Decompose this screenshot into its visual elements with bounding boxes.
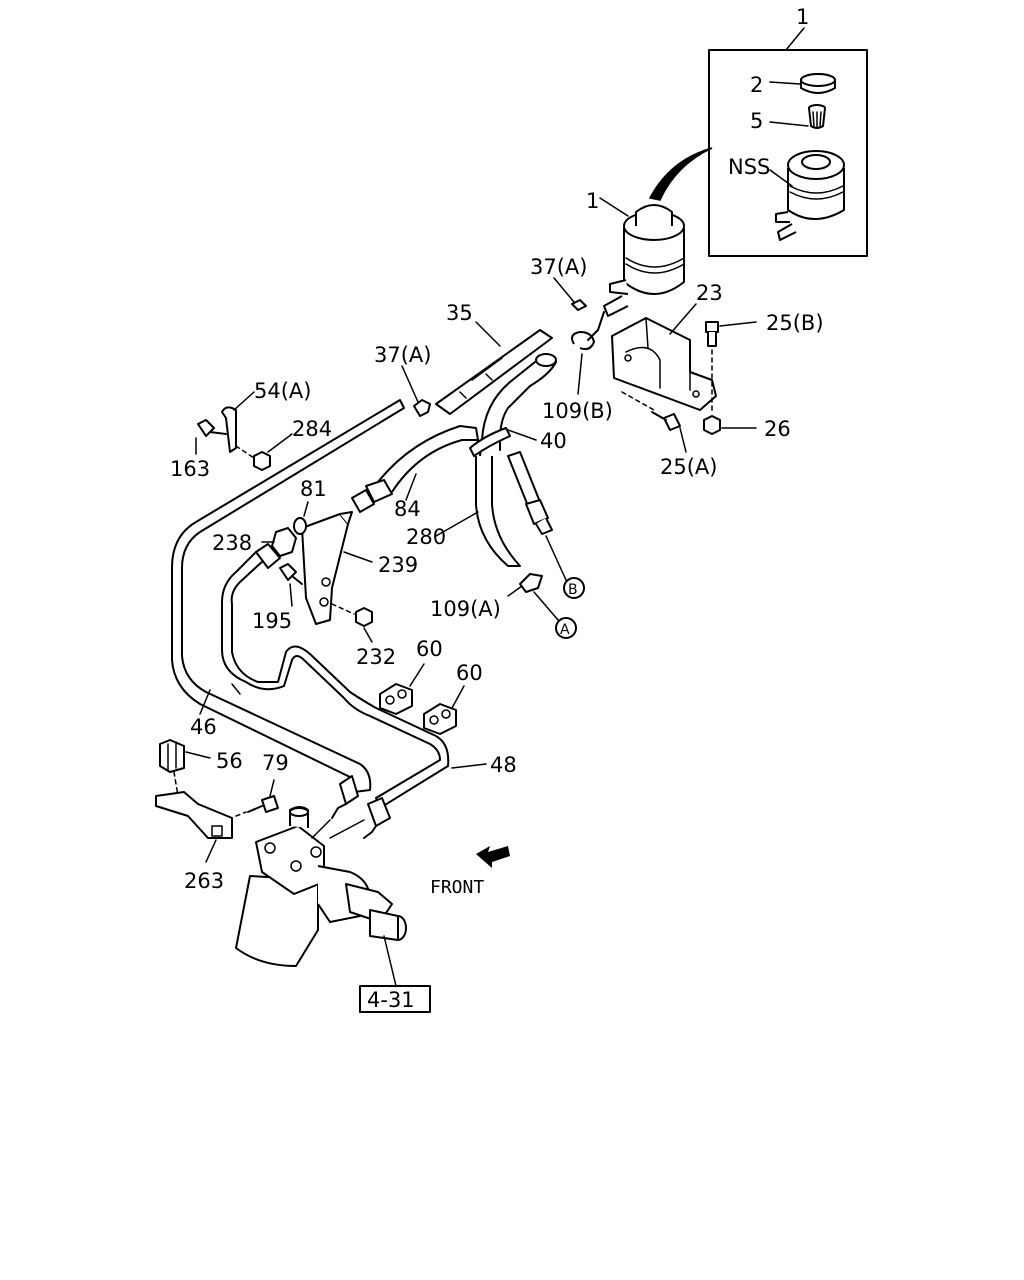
pipe-48 [221, 543, 450, 839]
reservoir-body-part [775, 150, 845, 241]
label-ref-4-31: 4-31 [367, 988, 415, 1012]
label-239: 239 [378, 553, 418, 577]
clip-54a [221, 406, 237, 453]
detail-pointer-arrow [648, 147, 713, 201]
label-109b: 109(B) [542, 399, 613, 423]
label-nss: NSS [728, 155, 770, 179]
reference-box [359, 985, 431, 1013]
label-40: 40 [540, 429, 567, 453]
label-238: 238 [212, 531, 252, 555]
bolt-163 [197, 419, 227, 437]
label-60-1: 60 [416, 637, 443, 661]
strainer-part [808, 104, 826, 129]
label-circle-a: A [560, 622, 570, 638]
label-front: FRONT [430, 877, 484, 898]
label-195: 195 [252, 609, 292, 633]
steering-gear-box [235, 806, 407, 967]
reference-circle-b [563, 577, 585, 599]
hose-84 [351, 425, 479, 513]
pipe-bracket-239 [301, 511, 353, 625]
hose-fitting-b [507, 451, 553, 535]
label-35: 35 [446, 301, 473, 325]
label-37a-lower: 37(A) [374, 343, 431, 367]
label-81: 81 [300, 477, 327, 501]
nut-232 [355, 607, 373, 627]
front-arrow-icon [476, 846, 510, 868]
clip-56 [159, 739, 185, 773]
bracket-263 [155, 791, 233, 839]
nut-284 [253, 451, 271, 471]
label-5: 5 [750, 109, 763, 133]
label-1-inset: 1 [796, 5, 809, 29]
hose-40 [479, 353, 557, 457]
label-1: 1 [586, 189, 599, 213]
label-56: 56 [216, 749, 243, 773]
callout-labels: 1 2 5 NSS 1 37(A) 23 25(B) 35 37(A) 54(A… [170, 5, 824, 1012]
reservoir-assembly [603, 204, 685, 317]
hose-clamp-109a [519, 573, 543, 593]
label-circle-b: B [568, 582, 578, 598]
label-25b: 25(B) [766, 311, 824, 335]
label-263: 263 [184, 869, 224, 893]
label-109a: 109(A) [430, 597, 501, 621]
label-48: 48 [490, 753, 517, 777]
label-60-2: 60 [456, 661, 483, 685]
label-54a: 54(A) [254, 379, 311, 403]
label-284: 284 [292, 417, 332, 441]
nut-26 [703, 415, 721, 435]
hose-clamp-37a-lower [413, 399, 431, 417]
label-23: 23 [696, 281, 723, 305]
pipe-clip-60-1 [379, 683, 413, 715]
label-84: 84 [394, 497, 421, 521]
reservoir-bracket [611, 317, 717, 411]
label-79: 79 [262, 751, 289, 775]
reservoir-cap-part [800, 73, 836, 94]
washer-81 [293, 517, 307, 535]
nut-238 [271, 527, 297, 557]
label-25a: 25(A) [660, 455, 717, 479]
reference-circle-a [555, 617, 577, 639]
pipe-clip-60-2 [423, 703, 457, 735]
label-280: 280 [406, 525, 446, 549]
label-232: 232 [356, 645, 396, 669]
bolt-195 [279, 563, 303, 585]
hose-clamp-37a-upper [571, 299, 587, 311]
label-163: 163 [170, 457, 210, 481]
label-46: 46 [190, 715, 217, 739]
label-37a-upper: 37(A) [530, 255, 587, 279]
hose-280 [475, 456, 521, 567]
bolt-79 [247, 795, 279, 813]
pipe-46 [171, 399, 405, 819]
inset-detail [708, 27, 868, 257]
hose-clamp-109b [571, 331, 595, 351]
label-2: 2 [750, 73, 763, 97]
label-26: 26 [764, 417, 791, 441]
hose-35 [435, 329, 553, 415]
bolt-25a [651, 411, 681, 431]
bolt-25b [705, 321, 719, 347]
